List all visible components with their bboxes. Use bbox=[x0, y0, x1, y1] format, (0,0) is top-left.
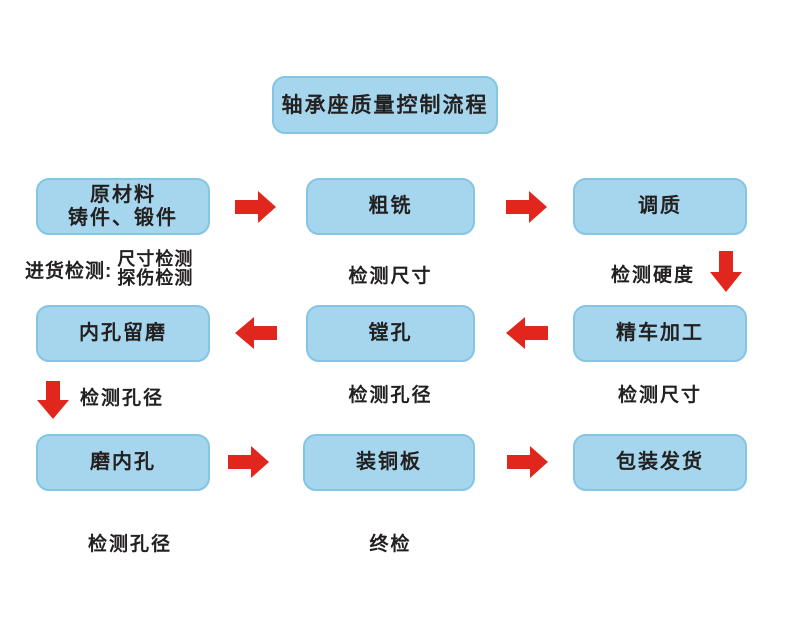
label-check-hardness: 检测硬度 bbox=[611, 265, 696, 286]
arrow-right-icon bbox=[228, 446, 269, 478]
arrow-down-icon bbox=[37, 381, 69, 419]
box-packing-shipping-label: 包装发货 bbox=[616, 451, 704, 473]
label-check-size-after-milling: 检测尺寸 bbox=[348, 266, 433, 287]
box-tempering: 调质 bbox=[573, 178, 747, 235]
flowchart-title: 轴承座质量控制流程 bbox=[281, 93, 489, 117]
box-packing-shipping: 包装发货 bbox=[573, 434, 747, 491]
arrow-right-icon bbox=[506, 191, 547, 223]
label-incoming-inspection: 进货检测: bbox=[25, 260, 113, 282]
label-check-bore-after-grinding: 检测孔径 bbox=[87, 534, 172, 555]
label-final-inspection: 终检 bbox=[369, 534, 412, 555]
label-check-bore-after-allowance: 检测孔径 bbox=[80, 388, 165, 409]
box-fit-copper-plate-label: 装铜板 bbox=[356, 451, 422, 473]
arrow-down-icon bbox=[710, 251, 742, 292]
box-bore-grinding-allowance-label: 内孔留磨 bbox=[79, 322, 167, 344]
label-incoming-items: 尺寸检测 探伤检测 bbox=[117, 250, 193, 288]
box-tempering-label: 调质 bbox=[638, 195, 682, 217]
box-fit-copper-plate: 装铜板 bbox=[303, 434, 475, 491]
box-raw-material-line2: 铸件、锻件 bbox=[68, 206, 178, 229]
box-grind-bore-label: 磨内孔 bbox=[90, 451, 156, 473]
label-incoming-item-1: 尺寸检测 bbox=[117, 249, 194, 269]
arrow-left-icon bbox=[506, 317, 548, 349]
arrow-left-icon bbox=[235, 317, 277, 349]
box-finish-turning-label: 精车加工 bbox=[616, 322, 704, 344]
label-check-bore-after-boring: 检测孔径 bbox=[348, 385, 433, 406]
arrow-right-icon bbox=[235, 191, 276, 223]
box-boring-label: 镗孔 bbox=[368, 322, 413, 344]
label-check-size-after-turning: 检测尺寸 bbox=[617, 385, 702, 406]
box-raw-material: 原材料 铸件、锻件 bbox=[36, 178, 210, 235]
flowchart-title-box: 轴承座质量控制流程 bbox=[272, 76, 498, 134]
box-grind-bore: 磨内孔 bbox=[36, 434, 210, 491]
box-finish-turning: 精车加工 bbox=[573, 305, 747, 362]
box-bore-grinding-allowance: 内孔留磨 bbox=[36, 305, 210, 362]
box-raw-material-line1: 原材料 bbox=[90, 183, 156, 206]
arrow-right-icon bbox=[507, 446, 548, 478]
label-incoming-inspection-group: 进货检测: 尺寸检测 探伤检测 bbox=[25, 250, 193, 288]
box-rough-milling-label: 粗铣 bbox=[368, 195, 413, 217]
label-incoming-item-2: 探伤检测 bbox=[117, 268, 194, 288]
box-rough-milling: 粗铣 bbox=[306, 178, 475, 235]
box-boring: 镗孔 bbox=[306, 305, 475, 362]
